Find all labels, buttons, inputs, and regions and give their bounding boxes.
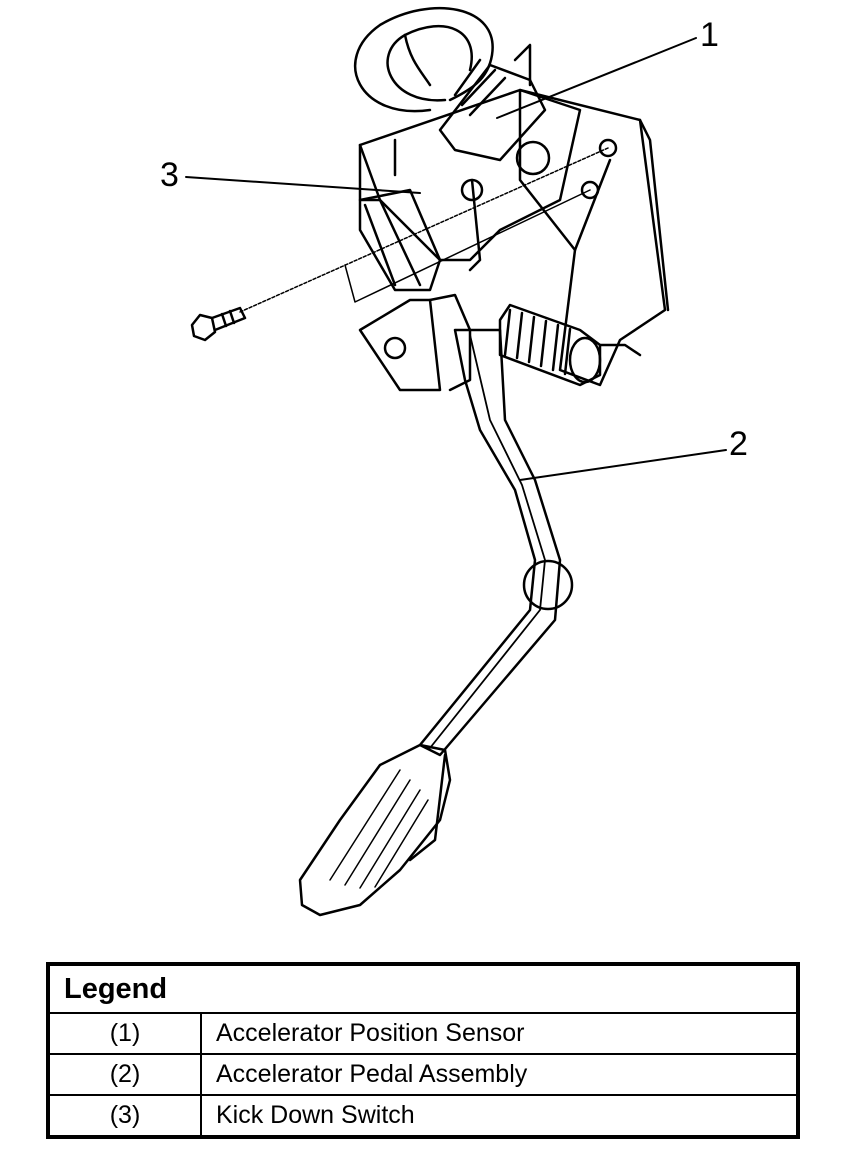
position-sensor [438, 63, 547, 162]
pedal-arm [418, 328, 562, 757]
pedal-pad [298, 743, 452, 917]
callout-1: 1 [700, 16, 719, 54]
legend-description: Accelerator Position Sensor [200, 1012, 799, 1055]
legend-row: (3) Kick Down Switch [47, 1094, 799, 1138]
pedal-housing [358, 88, 582, 262]
callout-2: 2 [729, 425, 748, 463]
legend-header-row: Legend [47, 963, 799, 1014]
legend-row: (2) Accelerator Pedal Assembly [47, 1053, 799, 1096]
legend-number: (1) [47, 1012, 202, 1055]
kick-down-switch [358, 188, 442, 292]
pedal-illustration [185, 6, 727, 917]
legend-description: Accelerator Pedal Assembly [200, 1053, 799, 1096]
wire-loop [353, 6, 494, 113]
mounting-bracket [518, 88, 667, 387]
return-spring [498, 303, 642, 387]
legend-number: (2) [47, 1053, 202, 1096]
legend-row: (1) Accelerator Position Sensor [47, 1012, 799, 1055]
legend-number: (3) [47, 1094, 202, 1138]
legend-description: Kick Down Switch [200, 1094, 799, 1138]
bolt-icon [190, 306, 247, 342]
legend-title: Legend [47, 963, 799, 1014]
callout-3: 3 [160, 156, 179, 194]
legend-table: Legend (1) Accelerator Position Sensor (… [46, 962, 800, 1139]
